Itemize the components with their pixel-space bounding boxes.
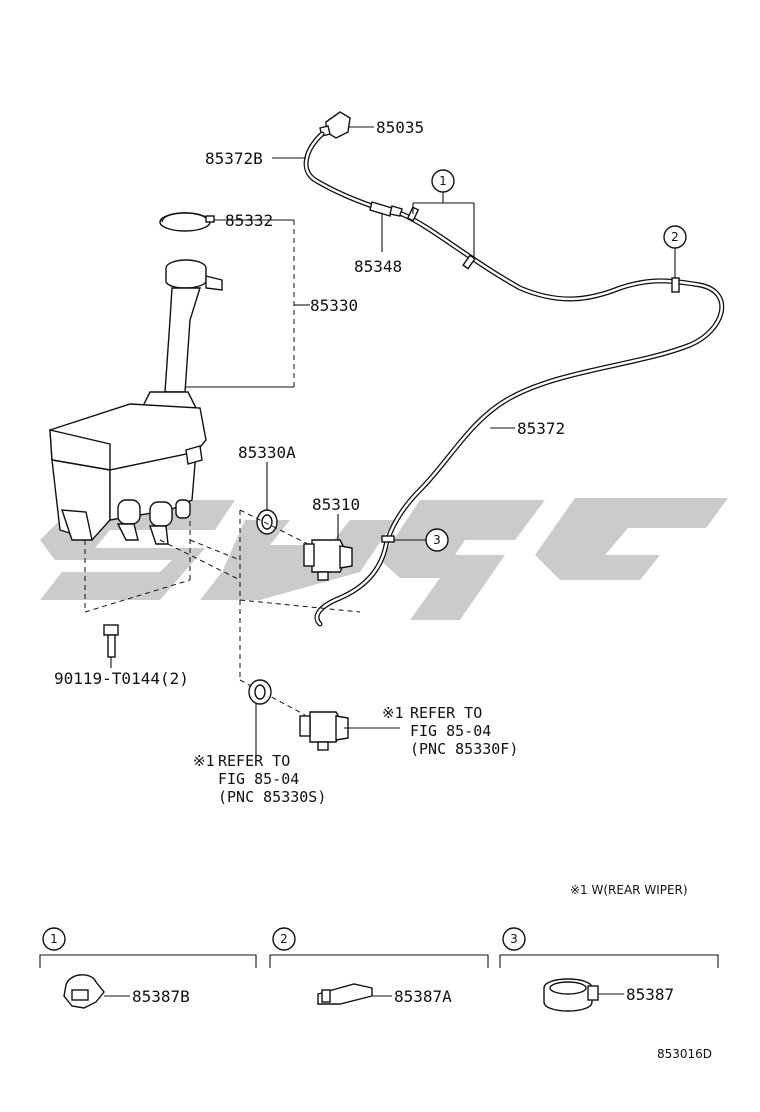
- svg-text:※1: ※1: [382, 704, 404, 722]
- hose-upper: [303, 131, 375, 209]
- washer-tank: [49, 403, 207, 545]
- note-refer-front: ※1 REFER TO FIG 85-04 (PNC 85330S): [193, 752, 326, 806]
- hose-clip: [671, 277, 680, 293]
- rear-washer-pump: [299, 711, 349, 751]
- svg-text:FIG 85-04: FIG 85-04: [218, 770, 299, 788]
- label-85332: 85332: [225, 211, 273, 230]
- hose-clip: [381, 535, 395, 543]
- detail-clip-2: 2 85387A: [269, 927, 489, 1006]
- filler-inlet: [140, 259, 223, 409]
- label-85330A: 85330A: [238, 443, 296, 462]
- svg-text:REFER TO: REFER TO: [410, 704, 482, 722]
- grommet-lower: [248, 679, 272, 705]
- svg-text:FIG 85-04: FIG 85-04: [410, 722, 491, 740]
- label-85387B: 85387B: [132, 987, 190, 1006]
- footnote-rear-wiper: ※1 W(REAR WIPER): [570, 883, 688, 897]
- svg-text:(PNC 85330S): (PNC 85330S): [218, 788, 326, 806]
- note-refer-rear: ※1 REFER TO FIG 85-04 (PNC 85330F): [382, 704, 518, 758]
- hose-clip: [462, 254, 476, 270]
- washer-nozzle: [319, 111, 351, 139]
- label-85387A: 85387A: [394, 987, 452, 1006]
- svg-text:REFER TO: REFER TO: [218, 752, 290, 770]
- label-85387: 85387: [626, 985, 674, 1004]
- washer-pump: [303, 539, 353, 581]
- callout-1-number: 1: [439, 174, 447, 188]
- svg-text:(PNC 85330F): (PNC 85330F): [410, 740, 518, 758]
- hose-main: [314, 211, 725, 627]
- label-85330: 85330: [310, 296, 358, 315]
- label-85348: 85348: [354, 257, 402, 276]
- detail-clip-1: 1 85387B: [39, 927, 257, 1009]
- label-85372B: 85372B: [205, 149, 263, 168]
- detail-2-number: 2: [280, 932, 288, 946]
- detail-3-number: 3: [510, 932, 518, 946]
- tank-cap: [159, 212, 215, 232]
- detail-1-number: 1: [50, 932, 58, 946]
- callout-3-number: 3: [433, 533, 441, 547]
- label-85310: 85310: [312, 495, 360, 514]
- grommet-upper: [256, 509, 278, 535]
- callout-2-number: 2: [671, 230, 679, 244]
- bolt: [103, 624, 119, 658]
- label-85372: 85372: [517, 419, 565, 438]
- label-85035: 85035: [376, 118, 424, 137]
- figure-id: 853016D: [657, 1047, 712, 1061]
- svg-text:※1: ※1: [193, 752, 215, 770]
- label-90119-T0144: 90119-T0144(2): [54, 669, 189, 688]
- detail-clip-3: 3 85387: [499, 927, 719, 1012]
- hose-joint: [369, 201, 403, 217]
